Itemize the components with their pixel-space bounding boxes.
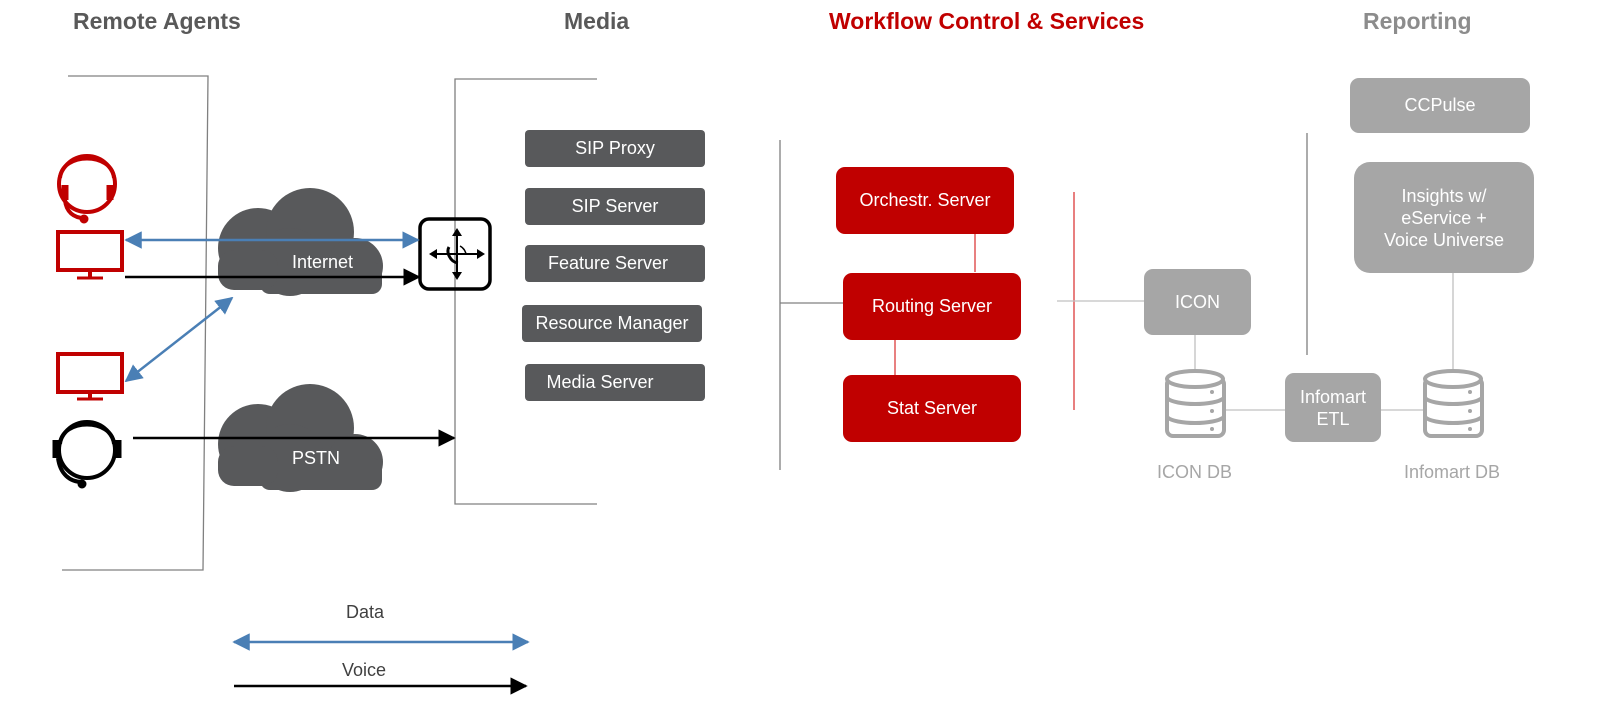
icon-db-label: ICON DB [1157,462,1233,482]
database-icon-infomart-db [1423,369,1484,438]
sip-server-box: SIP Server [525,188,705,225]
cloud-icon-pstn [218,384,383,492]
header-workflow: Workflow Control & Services [829,8,1145,34]
sip-proxy-box: SIP Proxy [525,130,705,167]
feature-server-box: Feature Server [525,245,705,282]
monitor-icon-1 [56,230,124,280]
legend-data-label: Data [346,602,385,622]
cloud-label-pstn: PSTN [292,448,341,468]
switch-router-icon [418,217,492,291]
header-media: Media [564,8,630,34]
agent-headset-icon-red [57,154,117,224]
monitor-icon-2 [56,352,124,401]
header-remote-agents: Remote Agents [73,8,241,34]
stat-server-box: Stat Server [843,375,1021,442]
agent-headset-icon-black [52,420,122,489]
insights-box: Insights w/ eService + Voice Universe [1354,162,1534,273]
routing-server-box: Routing Server [843,273,1021,340]
resource-manager-box: Resource Manager [522,305,702,342]
cloud-label-internet: Internet [292,252,354,272]
database-icon-icon-db [1165,369,1226,438]
icon-box: ICON [1144,269,1251,335]
infomart-db-label: Infomart DB [1404,462,1501,482]
workflow-connectors [779,140,1144,470]
media-server-box: Media Server [525,364,705,401]
data-arrow-monitor2-to-internet [124,296,234,383]
remote-agents-bracket [62,75,209,571]
legend-voice-label: Voice [342,660,387,680]
header-reporting: Reporting [1363,8,1472,34]
infomart-etl-box: Infomart ETL [1285,373,1381,442]
cloud-icon-internet [218,188,383,296]
reporting-connectors [1194,133,1454,411]
ccpulse-box: CCPulse [1350,78,1530,133]
media-bracket [454,78,597,505]
orchestration-server-box: Orchestr. Server [836,167,1014,234]
